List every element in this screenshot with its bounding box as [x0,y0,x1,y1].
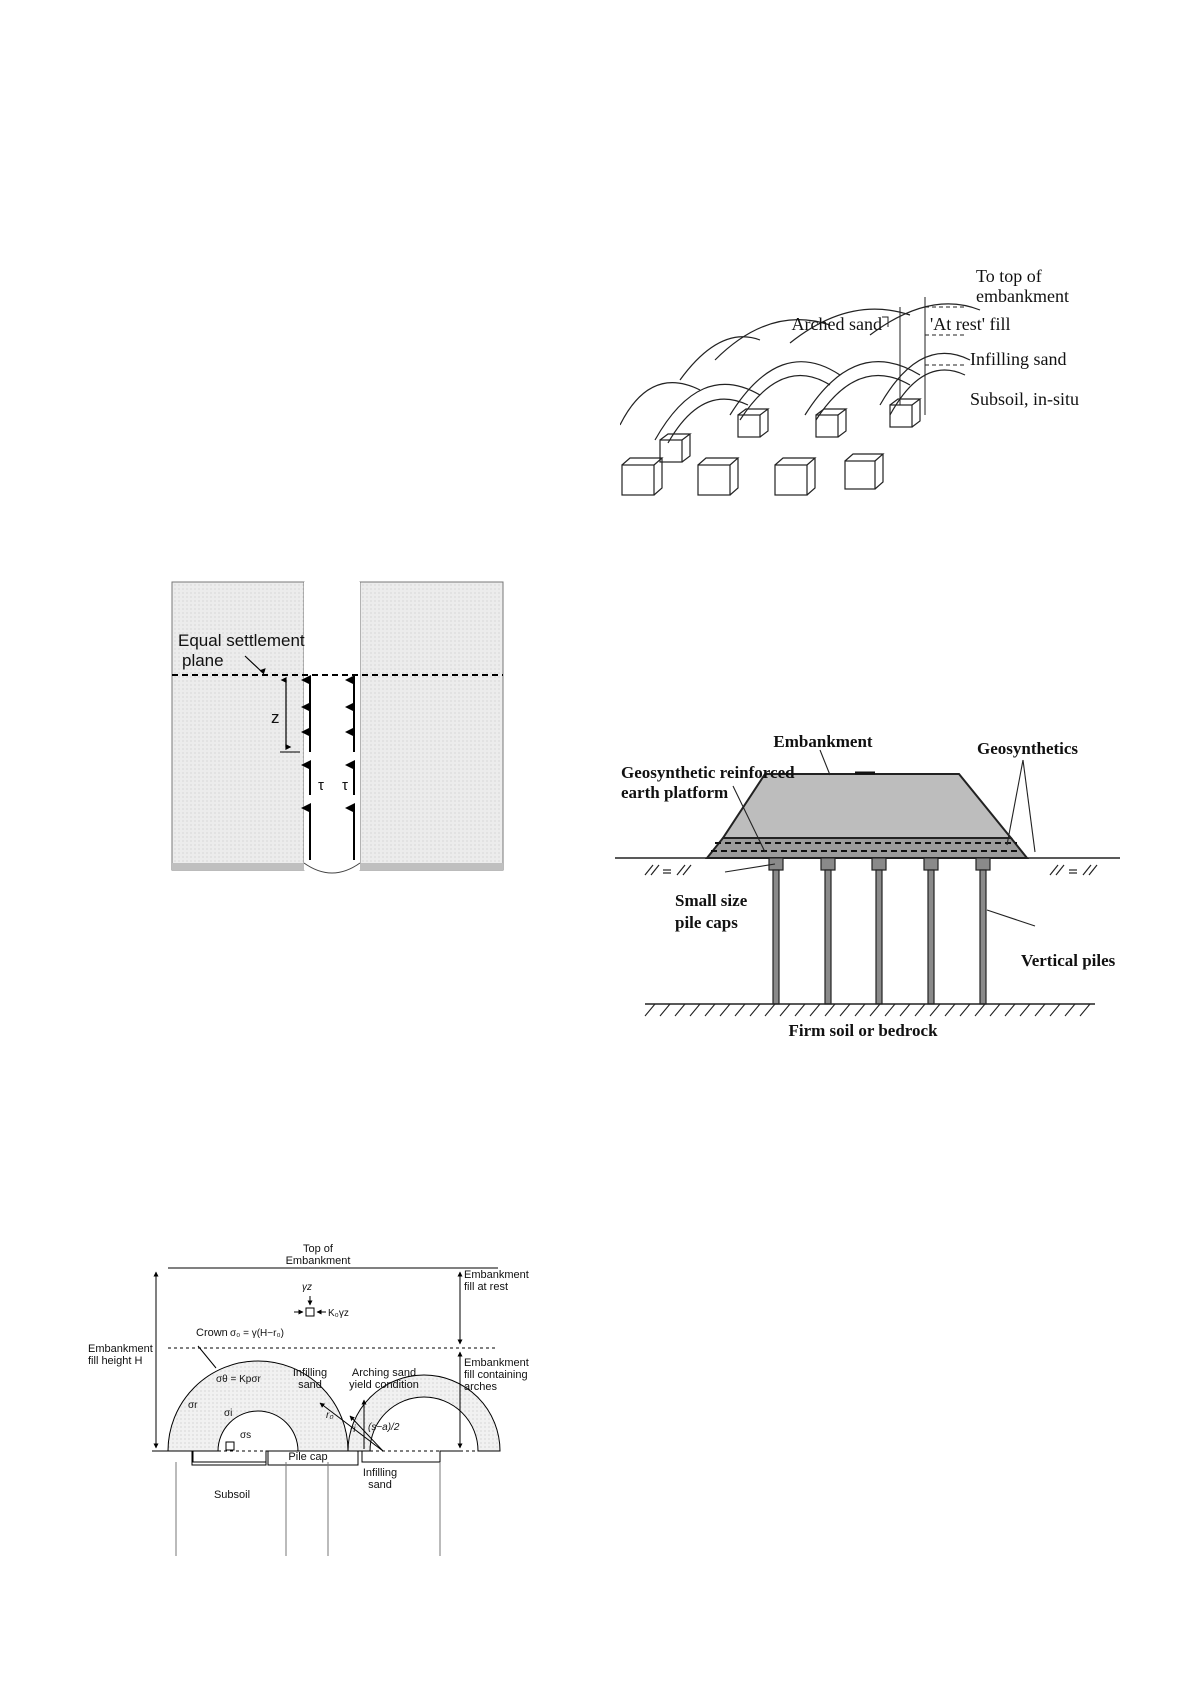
label-yield-condition: yield condition [349,1379,419,1391]
label-ri: ri [350,1424,356,1435]
label-pile-cap: Pile cap [288,1451,327,1463]
label-sigma-s: σs [240,1430,251,1441]
label-small-size: Small size [675,891,748,910]
label-subsoil-insitu: Subsoil, in-situ [970,389,1079,409]
label-vertical-piles: Vertical piles [1021,951,1116,970]
label-infilling-sand-bottom-2: sand [368,1479,392,1491]
label-infilling-sand-top-2: sand [298,1379,322,1391]
label-infilling-sand-bottom: Infilling [363,1467,397,1479]
label-fill-arches-1: Embankment [464,1357,529,1369]
label-fill-arches-2: fill containing [464,1369,528,1381]
label-r0: r₀ [326,1410,334,1421]
label-fill-at-rest-2: fill at rest [464,1281,508,1293]
label-crown: Crown [196,1327,228,1339]
label-infilling-sand: Infilling sand [970,349,1067,369]
label-arching-sand: Arching sand [352,1367,416,1379]
label-firm-soil: Firm soil or bedrock [788,1021,938,1040]
label-top-of: Top of [303,1243,334,1255]
label-geosynthetics: Geosynthetics [977,739,1078,758]
label-equal-settlement: Equal settlement [178,631,305,650]
label-fill-height-1: Embankment [88,1343,153,1355]
piled-embankment-figure: Embankment Geosynthetics Geosynthetic re… [615,732,1120,1040]
label-to-top-2: embankment [976,286,1069,306]
label-gamma-z: γz [302,1282,312,1293]
label-reinforced-platform-1: Geosynthetic reinforced [621,763,795,782]
label-tau-left: τ [318,777,324,794]
label-infilling-sand-top: Infilling [293,1367,327,1379]
label-embankment: Embankment [773,732,873,751]
label-fill-arches-3: arches [464,1381,498,1393]
label-at-rest-fill: 'At rest' fill [930,314,1010,334]
label-sigma-i: σi [224,1408,232,1419]
label-plane: plane [182,651,224,670]
label-sigma-r: σr [188,1400,198,1411]
label-arched-sand: Arched sand [792,314,882,334]
label-tau-right: τ [342,777,348,794]
label-fill-height-2: fill height H [88,1355,142,1367]
label-z: z [271,708,280,727]
arching-3d-figure: To top of embankment Arched sand 'At res… [620,266,1079,496]
label-to-top-1: To top of [976,266,1042,286]
label-pile-caps: pile caps [675,913,738,932]
label-sigma-theta: σθ = Kpσr [216,1374,262,1385]
arching-model-figure: Top of Embankment γz K₀γz Crown σ₀ = γ(H… [88,1243,529,1556]
label-subsoil: Subsoil [214,1489,250,1501]
label-reinforced-platform-2: earth platform [621,783,728,802]
label-sigma0: σ₀ = γ(H−r₀) [230,1328,284,1339]
label-s-minus-a: (s−a)/2 [368,1422,400,1433]
label-fill-at-rest-1: Embankment [464,1269,529,1281]
label-k0-gamma-z: K₀γz [328,1308,349,1319]
label-embankment-top: Embankment [286,1255,351,1267]
settlement-plane-figure: Equal settlement plane z τ τ [171,581,504,874]
